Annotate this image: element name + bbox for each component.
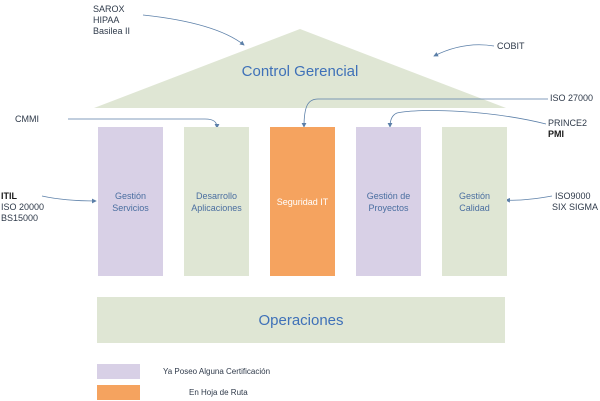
base-title: Operaciones [258,311,344,329]
roof-title: Control Gerencial [241,63,359,80]
label-hipaa: HIPAA [93,15,120,25]
pillar-gestion-servicios-line2: Servicios [112,202,149,213]
label-cmmi: CMMI [15,114,39,124]
pillar-gestion-proyectos-line2: Proyectos [368,202,409,213]
label-sarox: SAROX [93,4,125,14]
label-prince2: PRINCE2 [548,118,588,128]
label-itil: ITIL [1,191,17,201]
label-iso9000: ISO9000 [555,191,591,201]
legend-label-certified: Ya Poseo Alguna Certificación [163,367,271,376]
arrow-iso9000 [505,195,553,203]
legend-swatch-certified [97,364,140,379]
arrow-regulations [142,14,245,46]
label-six-sigma: SIX SIGMA [552,202,599,212]
label-pmi: PMI [548,129,565,139]
pillar-seguridad-it: Seguridad IT [270,127,335,276]
pillar-gestion-proyectos-line1: Gestión de [366,190,411,201]
arrow-iso27000 [301,98,548,128]
arrow-cmmi [68,118,220,129]
pillar-desarrollo-aplicaciones-line1: Desarrollo [195,190,237,201]
arrow-cobit [433,44,495,57]
label-cobit: COBIT [497,41,525,51]
pillar-seguridad-it-label: Seguridad IT [276,196,329,207]
arrow-itil [41,195,97,204]
pillar-gestion-calidad-line1: Gestión [458,190,491,201]
label-bs15000: BS15000 [1,213,39,223]
roof-triangle [94,29,506,108]
label-basilea: Basilea II [93,26,131,36]
legend-swatch-roadmap [97,385,140,400]
pillar-desarrollo-aplicaciones-line2: Aplicaciones [191,202,242,213]
pillar-gestion-servicios-line1: Gestión [114,190,146,201]
label-iso20000: ISO 20000 [1,202,45,212]
arrow-prince2 [387,110,547,128]
base-operaciones: Operaciones [97,297,505,343]
legend-label-roadmap: En Hoja de Ruta [189,388,248,397]
pillar-gestion-calidad-line2: Calidad [459,202,490,213]
label-iso27000: ISO 27000 [550,93,594,103]
